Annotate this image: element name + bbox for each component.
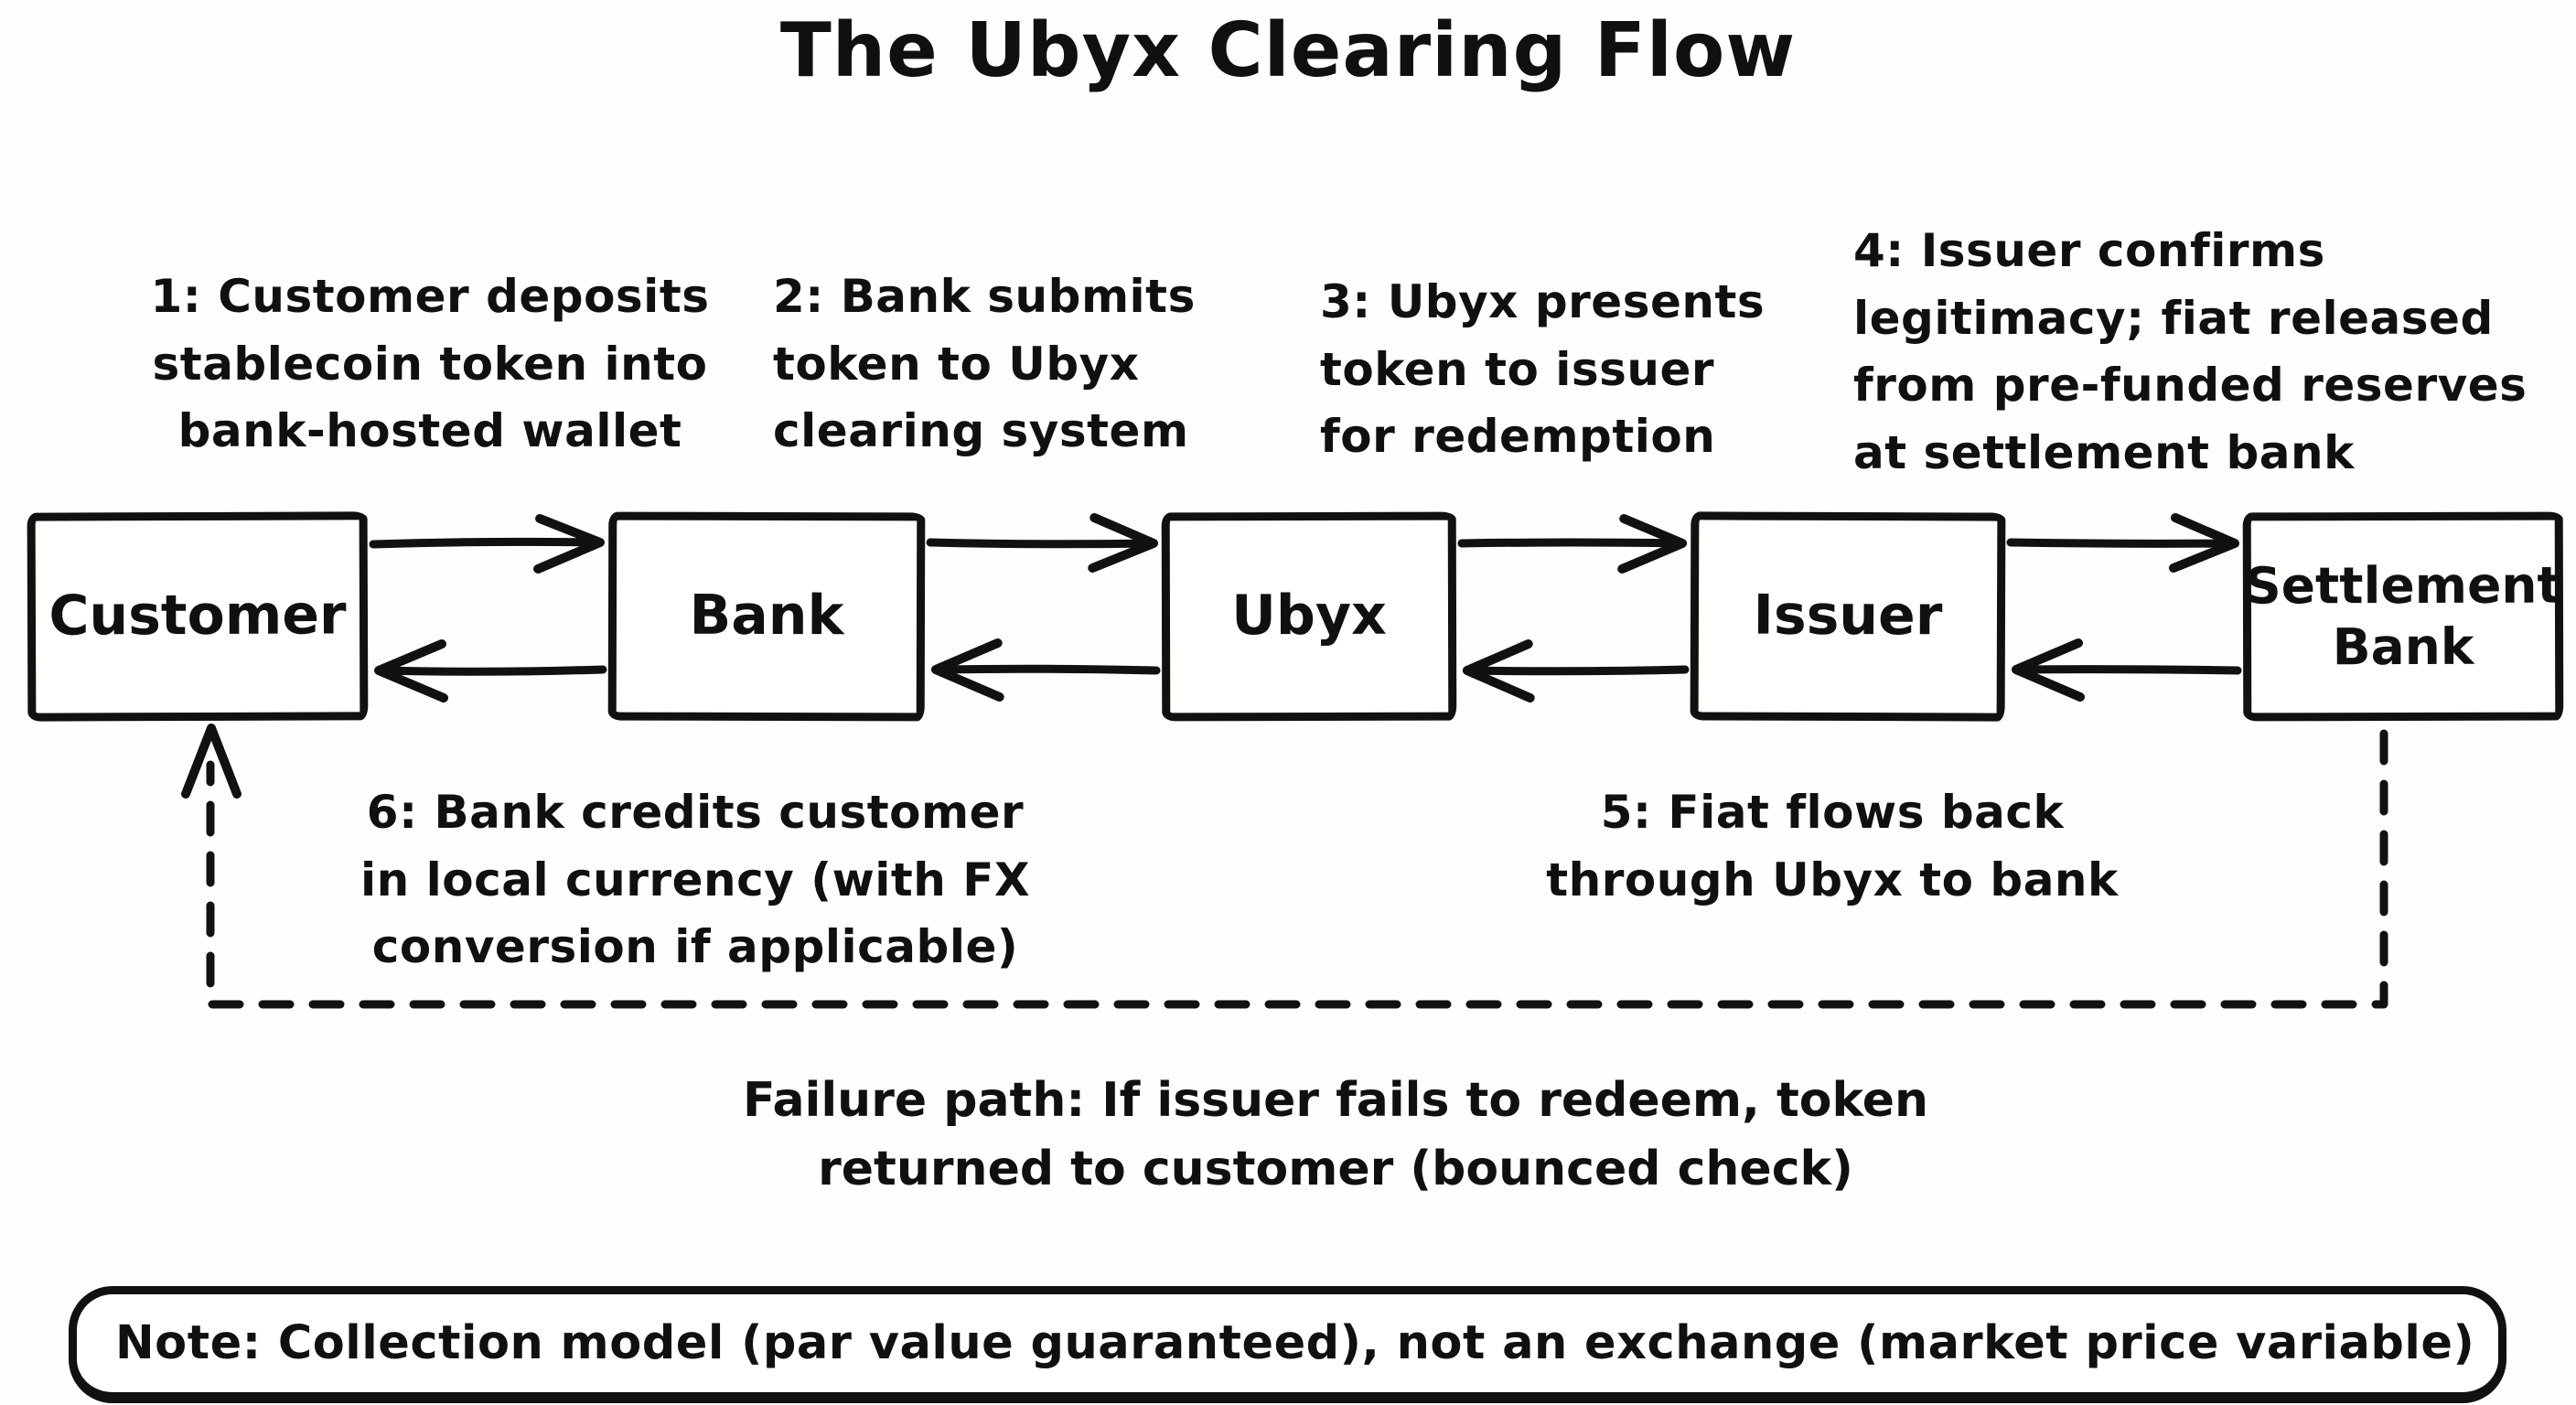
diagram-title: The Ubyx Clearing Flow [779,7,1797,94]
arrows-ubyx-issuer [1457,514,1690,702]
node-issuer: Issuer [1690,511,2006,722]
arrows-issuer-settlement [2006,513,2242,702]
failure-path-label: Failure path: If issuer fails to redeem,… [742,1073,1929,1197]
step-label-4: 4: Issuer confirms legitimacy; fiat rele… [1853,224,2528,479]
arrow-left-icon [1462,639,1690,702]
arrow-right-icon [2006,513,2239,573]
node-bank: Bank [607,511,926,722]
node-customer-label: Customer [48,583,347,649]
node-issuer-label: Issuer [1753,584,1943,649]
arrow-left-icon [374,639,607,702]
step-label-2: 2: Bank submits token to Ubyx clearing s… [773,270,1196,457]
note-text: Note: Collection model (par value guaran… [115,1316,2475,1370]
step-label-6: 6: Bank credits customer in local curren… [360,786,1031,973]
node-ubyx: Ubyx [1161,511,1457,722]
arrows-customer-bank [369,514,607,702]
node-settlement-bank-label: Settlement Bank [2244,555,2561,677]
arrow-right-icon [1457,514,1688,574]
step-label-3: 3: Ubyx presents token to issuer for red… [1320,275,1766,463]
step-label-1: 1: Customer deposits stablecoin token in… [150,270,710,457]
arrow-right-icon [369,514,605,574]
step-label-5: 5: Fiat flows back through Ubyx to bank [1546,786,2119,906]
arrow-right-icon [926,513,1159,573]
node-bank-label: Bank [689,584,844,649]
arrow-up-icon [181,724,242,799]
note-box: Note: Collection model (par value guaran… [69,1286,2506,1403]
arrow-left-icon [2012,638,2242,702]
node-settlement-bank: Settlement Bank [2242,511,2564,722]
node-ubyx-label: Ubyx [1231,584,1387,649]
arrow-left-icon [930,638,1161,702]
arrows-bank-ubyx [926,513,1161,702]
node-customer: Customer [27,511,369,722]
